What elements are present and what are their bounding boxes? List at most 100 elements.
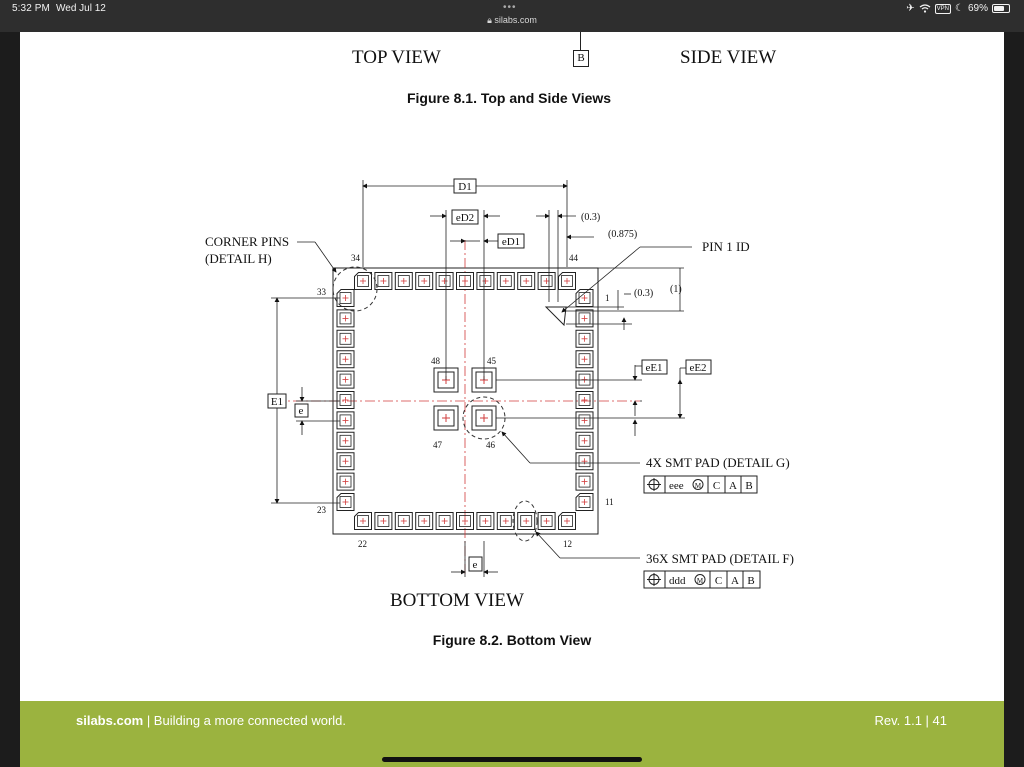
ee1-label: eE1 bbox=[645, 362, 662, 374]
e-left-label: e bbox=[299, 405, 304, 417]
pad-left bbox=[336, 472, 355, 491]
tab-menu-dots-icon[interactable]: ••• bbox=[503, 2, 517, 13]
pad-right bbox=[575, 350, 594, 369]
fcf2-tol: ddd bbox=[669, 575, 686, 587]
pad-right bbox=[575, 472, 594, 491]
status-date: Wed Jul 12 bbox=[56, 3, 106, 14]
footer-revision: Rev. 1.1 | 41 bbox=[874, 713, 947, 728]
pad-top bbox=[476, 272, 495, 290]
pad-top bbox=[496, 272, 515, 290]
battery-icon bbox=[992, 4, 1010, 13]
home-indicator[interactable] bbox=[382, 757, 642, 762]
smt-4x-label: 4X SMT PAD (DETAIL G) bbox=[646, 455, 790, 470]
vpn-icon: VPN bbox=[934, 3, 952, 14]
footer-branding: silabs.com | Building a more connected w… bbox=[76, 713, 346, 728]
bottom-view-drawing: D1 eD2 eD1 (0.3) (0.875) CORNER PINS (DE… bbox=[205, 178, 794, 611]
fcf2-a: A bbox=[731, 575, 739, 587]
pin-1: 1 bbox=[605, 293, 610, 303]
pad-left bbox=[336, 309, 355, 328]
pin-47: 47 bbox=[433, 440, 443, 450]
e-bottom-label: e bbox=[473, 559, 478, 571]
corner-pins-detail: (DETAIL H) bbox=[205, 251, 272, 266]
pad-bottom bbox=[435, 512, 454, 530]
pad-top bbox=[354, 272, 372, 290]
pin-34: 34 bbox=[351, 253, 361, 263]
pin-45: 45 bbox=[487, 356, 497, 366]
datum-b-leader bbox=[580, 32, 581, 50]
pad-bottom bbox=[558, 512, 576, 530]
fcf-box-1: eee M C A B bbox=[643, 475, 758, 494]
corner-pins-label: CORNER PINS bbox=[205, 234, 289, 249]
pad-top bbox=[394, 272, 413, 290]
smt-36x-label: 36X SMT PAD (DETAIL F) bbox=[646, 551, 794, 566]
pad-right bbox=[575, 452, 594, 471]
pin-46: 46 bbox=[486, 440, 496, 450]
pad-right bbox=[575, 411, 594, 430]
pin-12: 12 bbox=[563, 539, 572, 549]
page-footer: silabs.com | Building a more connected w… bbox=[20, 701, 1004, 767]
right-margin bbox=[1004, 32, 1024, 767]
pad-left bbox=[336, 370, 355, 389]
pin-33: 33 bbox=[317, 287, 327, 297]
ee2-label: eE2 bbox=[689, 362, 706, 374]
pad-bottom bbox=[517, 512, 536, 530]
pin-23: 23 bbox=[317, 505, 327, 515]
top-view-label: TOP VIEW bbox=[352, 47, 441, 68]
figure-8-1-caption: Figure 8.1. Top and Side Views bbox=[406, 90, 612, 106]
pin-44: 44 bbox=[569, 253, 579, 263]
dim-0875: (0.875) bbox=[608, 229, 637, 240]
pad-right bbox=[575, 329, 594, 348]
pad-bottom bbox=[415, 512, 434, 530]
pad-left bbox=[336, 329, 355, 348]
ed2-label: eD2 bbox=[456, 212, 474, 224]
fcf2-c: C bbox=[715, 575, 722, 587]
pad-bottom bbox=[476, 512, 495, 530]
battery-percent: 69% bbox=[967, 3, 988, 14]
pad-bottom bbox=[374, 512, 393, 530]
dim-03-right: (0.3) bbox=[634, 288, 653, 299]
pad-left bbox=[336, 431, 355, 450]
figure-8-2-caption: Figure 8.2. Bottom View bbox=[432, 632, 592, 648]
wifi-icon bbox=[919, 4, 931, 13]
pad-top bbox=[558, 272, 576, 290]
pin-11: 11 bbox=[605, 497, 614, 507]
status-time: 5:32 PM bbox=[12, 3, 50, 14]
pad-bottom bbox=[537, 512, 556, 530]
pad-bottom bbox=[354, 512, 372, 530]
footer-site-link[interactable]: silabs.com bbox=[76, 713, 144, 728]
pad-bottom bbox=[394, 512, 413, 530]
bottom-view-title: BOTTOM VIEW bbox=[390, 590, 524, 611]
pad-top bbox=[517, 272, 536, 290]
status-bar: 5:32 PM Wed Jul 12 ••• 🔒︎ silabs.com ✈ V… bbox=[0, 0, 1024, 32]
fcf1-tol: eee bbox=[669, 480, 684, 492]
pin1-marker bbox=[544, 306, 567, 327]
fcf1-b: B bbox=[745, 480, 752, 492]
left-margin bbox=[0, 32, 20, 767]
address-url: silabs.com bbox=[494, 15, 537, 25]
status-icons: ✈ VPN ☾ 69% bbox=[906, 3, 1010, 14]
address-bar[interactable]: 🔒︎ silabs.com bbox=[0, 15, 1024, 26]
datum-b-box: B bbox=[573, 50, 589, 67]
pad-top bbox=[435, 272, 454, 290]
svg-text:M: M bbox=[695, 482, 702, 490]
moon-icon: ☾ bbox=[955, 3, 964, 14]
svg-text:M: M bbox=[697, 577, 704, 585]
d1-label: D1 bbox=[458, 181, 471, 193]
dim-03-top: (0.3) bbox=[581, 212, 600, 223]
pad-bottom bbox=[496, 512, 515, 530]
pad-bottom bbox=[456, 512, 474, 530]
pad-right bbox=[575, 431, 594, 450]
document-page: TOP VIEW B SIDE VIEW Figure 8.1. Top and… bbox=[20, 32, 1004, 767]
pin-48: 48 bbox=[431, 356, 441, 366]
pad-left bbox=[336, 350, 355, 369]
detail-h-circle bbox=[332, 266, 378, 312]
dim-1: (1) bbox=[670, 284, 682, 295]
pin1-id-label: PIN 1 ID bbox=[702, 239, 750, 254]
airplane-icon: ✈ bbox=[906, 3, 915, 14]
footer-tagline: | Building a more connected world. bbox=[143, 713, 347, 728]
fcf-box-2: ddd M C A B bbox=[643, 570, 761, 589]
pad-top bbox=[374, 272, 393, 290]
detail-f-ellipse bbox=[512, 500, 538, 542]
pad-left bbox=[336, 391, 355, 409]
pad-left bbox=[336, 493, 355, 511]
